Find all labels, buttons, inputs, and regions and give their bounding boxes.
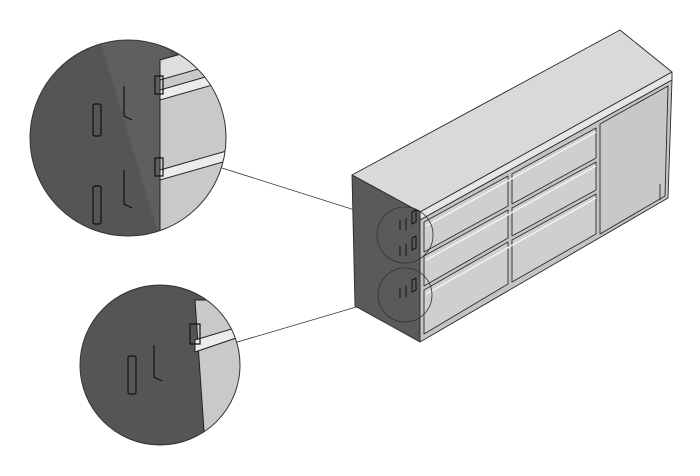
drawer-mid-2 [511,161,597,237]
callout-upper-border [29,39,227,237]
detail-marker-lower [377,267,433,323]
drawer-mid-3 [511,193,597,283]
connector-line-lower [233,299,381,344]
callout-upper [30,40,226,236]
door [599,85,669,235]
sideboard [351,29,673,343]
detail-markers [376,206,434,323]
hinge-marks-small [399,209,417,298]
callout-lower-border [79,284,241,446]
drawer-mid-1 [511,127,597,205]
drawer-left-3 [423,241,509,335]
drawer-left-1 [423,175,509,253]
callout-lower [80,285,240,445]
detail-marker-upper [376,206,434,264]
